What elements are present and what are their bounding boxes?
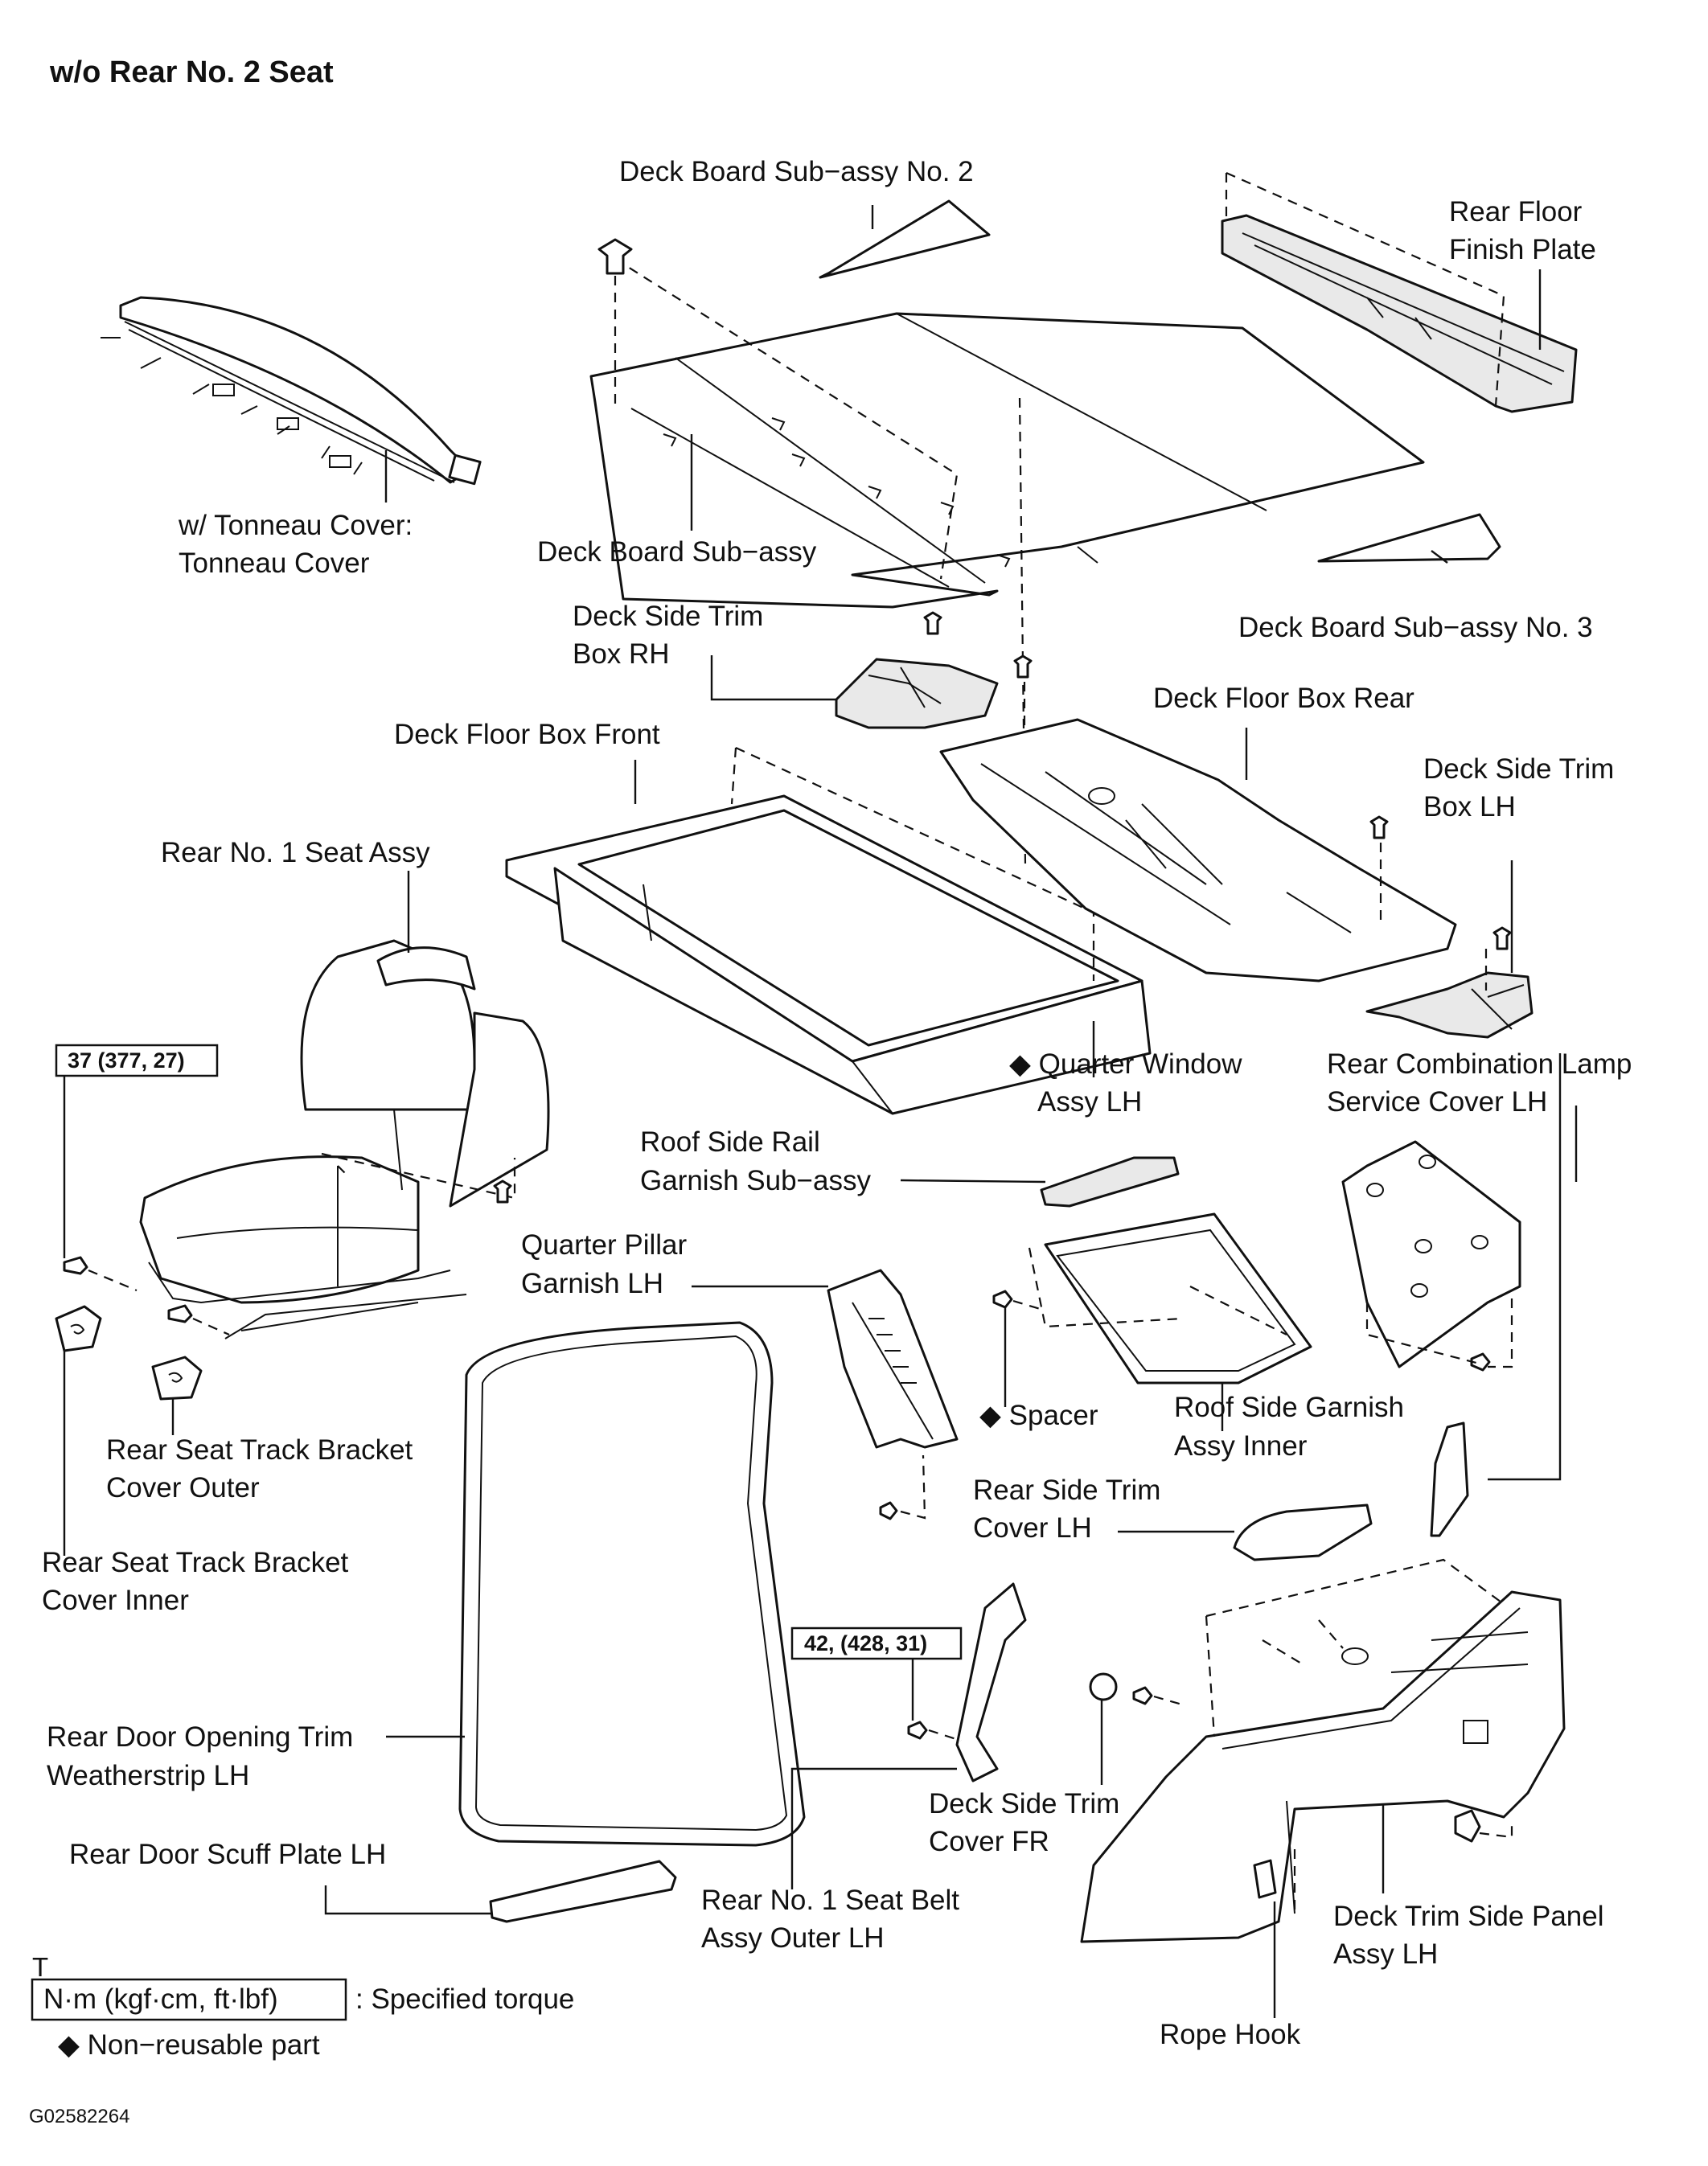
deck-trim-side-panel-drawing: [1080, 1558, 1566, 1943]
label-weatherstrip-2: Weatherstrip LH: [47, 1760, 249, 1791]
torque-box-seat: [55, 1044, 219, 1077]
label-quarter-window-1: ◆ Quarter Window: [1009, 1048, 1242, 1080]
label-deck-board: Deck Board Sub−assy: [537, 536, 817, 568]
torque-box-belt: [790, 1627, 963, 1660]
weatherstrip-drawing: [458, 1321, 806, 1847]
tonneau-cover-drawing: [101, 296, 482, 486]
legend-marker: T: [32, 1952, 48, 1982]
label-rear-side-trim-1: Rear Side Trim: [973, 1475, 1160, 1506]
label-tonneau-2: Tonneau Cover: [179, 548, 370, 579]
deck-floor-box-front-drawing: [505, 747, 1152, 1115]
quarter-pillar-drawing: [827, 1269, 959, 1520]
deck-floor-box-rear-drawing: [939, 718, 1457, 982]
roof-side-rail-drawing: [1040, 1156, 1180, 1208]
scuff-plate-drawing: [489, 1860, 677, 1923]
torque-seat-text: 37 (377, 27): [68, 1048, 185, 1073]
legend-specified-torque: : Specified torque: [355, 1983, 574, 2015]
seat-belt-drawing: [907, 1582, 1027, 1782]
label-deck-side-trim-box-rh-1: Deck Side Trim: [573, 601, 763, 632]
label-roof-side-rail-2: Garnish Sub−assy: [640, 1165, 871, 1196]
label-rear-floor-finish-plate-2: Finish Plate: [1449, 234, 1596, 265]
label-rear-no1-seat: Rear No. 1 Seat Assy: [161, 837, 430, 868]
label-deck-side-trim-cover-2: Cover FR: [929, 1826, 1049, 1857]
label-quarter-pillar-1: Quarter Pillar: [521, 1229, 688, 1261]
legend-unit-box: [31, 1978, 347, 2021]
label-track-outer-2: Cover Outer: [106, 1472, 260, 1503]
quarter-window-drawing: [992, 1212, 1312, 1385]
rear-side-trim-drawing: [1233, 1503, 1373, 1561]
label-rear-side-trim-2: Cover LH: [973, 1512, 1092, 1544]
roof-side-garnish-drawing: [1430, 1421, 1469, 1537]
seat-bolts-drawing: [55, 1179, 512, 1401]
deck-side-trim-box-lh-drawing: [1365, 926, 1534, 1039]
label-track-outer-1: Rear Seat Track Bracket: [106, 1434, 413, 1466]
legend: T N·m (kgf·cm, ft·lbf) : Specified torqu…: [29, 1952, 574, 2127]
label-deck-floor-box-front: Deck Floor Box Front: [394, 719, 660, 750]
label-rear-comb-lamp-1: Rear Combination Lamp: [1327, 1048, 1632, 1080]
rear-floor-finish-plate-drawing: [1221, 171, 1578, 413]
label-deck-side-trim-box-lh-1: Deck Side Trim: [1423, 753, 1614, 785]
label-rear-comb-lamp-2: Service Cover LH: [1327, 1086, 1547, 1118]
label-deck-board-no3: Deck Board Sub−assy No. 3: [1238, 612, 1593, 643]
rear-comb-lamp-cover-drawing: [1341, 1140, 1521, 1372]
legend-nonreusable: ◆ Non−reusable part: [58, 2029, 320, 2061]
legend-unit-text: N·m (kgf·cm, ft·lbf): [43, 1983, 278, 2015]
label-scuff-plate: Rear Door Scuff Plate LH: [69, 1839, 386, 1870]
label-roof-side-rail-1: Roof Side Rail: [640, 1126, 820, 1158]
label-seat-belt-2: Assy Outer LH: [701, 1922, 885, 1954]
leader-lines: [63, 205, 1578, 2018]
label-rear-floor-finish-plate-1: Rear Floor: [1449, 196, 1583, 228]
label-roof-side-garnish-2: Assy Inner: [1174, 1430, 1308, 1462]
diagram-title: w/o Rear No. 2 Seat: [49, 55, 334, 89]
torque-belt-text: 42, (428, 31): [804, 1631, 927, 1655]
label-quarter-window-2: Assy LH: [1037, 1086, 1142, 1118]
label-deck-floor-box-rear: Deck Floor Box Rear: [1153, 683, 1414, 714]
label-spacer: ◆ Spacer: [979, 1400, 1098, 1431]
label-deck-side-trim-box-lh-2: Box LH: [1423, 791, 1516, 823]
figure-code: G02582264: [29, 2106, 129, 2127]
part-labels: Deck Board Sub−assy No. 2 Rear Floor Fin…: [42, 156, 1632, 2050]
label-deck-trim-panel-1: Deck Trim Side Panel: [1333, 1901, 1604, 1932]
label-track-inner-2: Cover Inner: [42, 1585, 189, 1616]
label-deck-board-no2: Deck Board Sub−assy No. 2: [619, 156, 974, 187]
label-deck-trim-panel-2: Assy LH: [1333, 1938, 1438, 1970]
label-roof-side-garnish-1: Roof Side Garnish: [1174, 1392, 1404, 1423]
deck-board-no2-drawing: [819, 199, 991, 279]
deck-board-no3-drawing: [1317, 513, 1501, 563]
label-quarter-pillar-2: Garnish LH: [521, 1268, 663, 1299]
label-track-inner-1: Rear Seat Track Bracket: [42, 1547, 349, 1578]
label-seat-belt-1: Rear No. 1 Seat Belt: [701, 1885, 959, 1916]
label-deck-side-trim-cover-1: Deck Side Trim: [929, 1788, 1119, 1819]
rear-seat-drawing: [139, 939, 550, 1339]
label-deck-side-trim-box-rh-2: Box RH: [573, 638, 670, 670]
label-weatherstrip-1: Rear Door Opening Trim: [47, 1721, 353, 1753]
label-rope-hook: Rope Hook: [1160, 2019, 1301, 2050]
label-tonneau-1: w/ Tonneau Cover:: [178, 510, 413, 541]
